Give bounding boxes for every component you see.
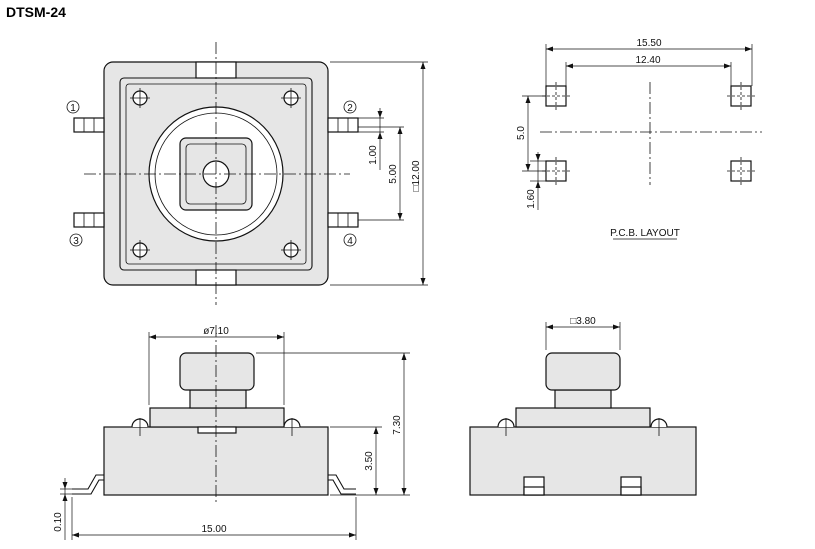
top-view: 1 2 3 4 1.00 5.00 □12.0	[66, 42, 428, 305]
pad-icon	[541, 156, 571, 186]
pin-label-4: 4	[343, 233, 357, 247]
front-view: ø7.10 7.30 3.50 0.10 15.00	[53, 325, 410, 540]
dim-pad-pitch: 5.0	[516, 126, 527, 140]
dim-body-square: □12.00	[411, 160, 422, 192]
plunger-cap-side	[179, 352, 255, 391]
pad-icon	[726, 156, 756, 186]
pcb-layout-caption: P.C.B. LAYOUT	[610, 228, 680, 239]
pin-label-1: 1	[66, 100, 80, 114]
pin-label-2: 2	[343, 100, 357, 114]
dim-body-length: 15.00	[201, 524, 226, 535]
dim-pin-spacing: 5.00	[388, 164, 399, 184]
pad-icon	[541, 81, 571, 111]
dim-plunger-dia: ø7.10	[203, 326, 229, 337]
dim-pad-size: 1.60	[526, 189, 537, 209]
dim-pad-span: 15.50	[636, 38, 661, 49]
pad-icon	[726, 81, 756, 111]
dim-body-height: 3.50	[364, 451, 375, 471]
dim-pad-inner: 12.40	[635, 55, 660, 66]
pcb-layout: 15.50 12.40 5.0 1.60 P.C.B. LAYOUT	[516, 38, 762, 240]
pin-tab-2	[327, 117, 359, 133]
dim-plunger-square: □3.80	[570, 316, 596, 327]
dim-lead-thickness: 0.10	[53, 512, 64, 532]
dim-pin-spacing-small: 1.00	[368, 145, 379, 165]
svg-text:2: 2	[347, 103, 353, 114]
pin-tab-3	[73, 212, 105, 228]
pin-tab-1	[73, 117, 105, 133]
side-view: □3.80	[469, 316, 697, 496]
pin-label-3: 3	[69, 233, 83, 247]
svg-text:3: 3	[73, 236, 79, 247]
plunger-cap-side-2	[545, 352, 621, 391]
drawing-title: DTSM-24	[6, 4, 66, 20]
dim-total-height: 7.30	[392, 415, 403, 435]
switch-base-side	[469, 426, 697, 496]
pin-tab-4	[327, 212, 359, 228]
svg-text:4: 4	[347, 236, 353, 247]
svg-text:1: 1	[70, 103, 76, 114]
